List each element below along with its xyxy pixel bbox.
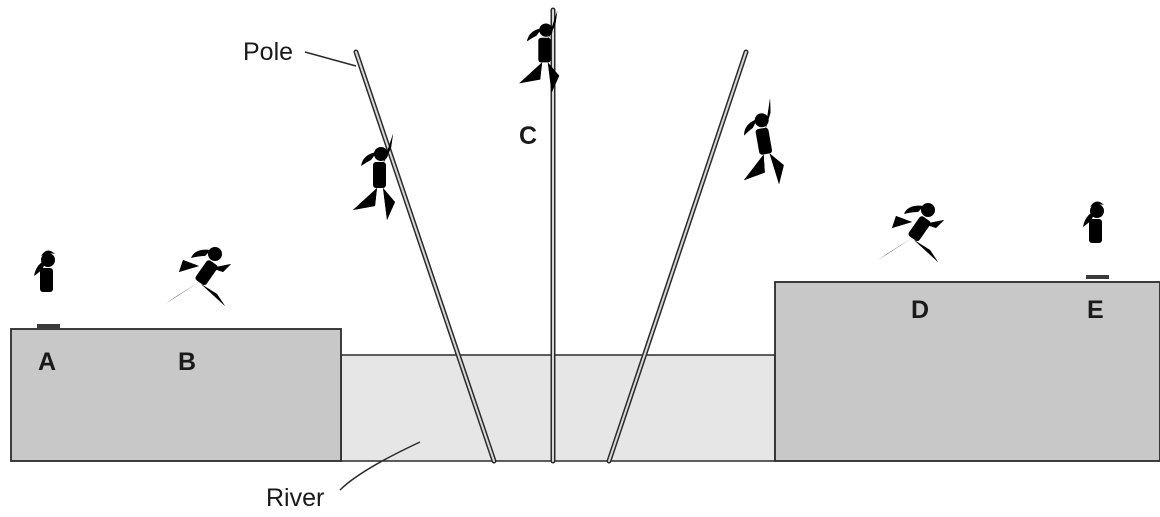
vaulter-figure-e (1083, 201, 1109, 279)
vaulter-figure-b (165, 247, 231, 306)
position-label-d: D (911, 296, 929, 324)
river-label: River (266, 484, 324, 512)
vaulter-figure-pole-plant (353, 134, 395, 220)
river-water (340, 354, 776, 462)
vaulter-figure-d (878, 203, 944, 262)
position-label-b: B (178, 348, 196, 376)
pole-callout-line (304, 51, 357, 67)
position-label-e: E (1087, 296, 1104, 324)
pole-tilted-right (606, 49, 749, 464)
pole-label: Pole (243, 38, 293, 66)
river-callout-line (339, 441, 421, 491)
left-bank (10, 328, 342, 462)
vaulter-figure-release (730, 98, 787, 191)
right-bank (774, 281, 1160, 462)
position-label-a: A (38, 348, 56, 376)
vaulter-figure-a (34, 250, 60, 328)
pole-tilted-left (353, 49, 497, 464)
position-label-c: C (519, 122, 537, 150)
